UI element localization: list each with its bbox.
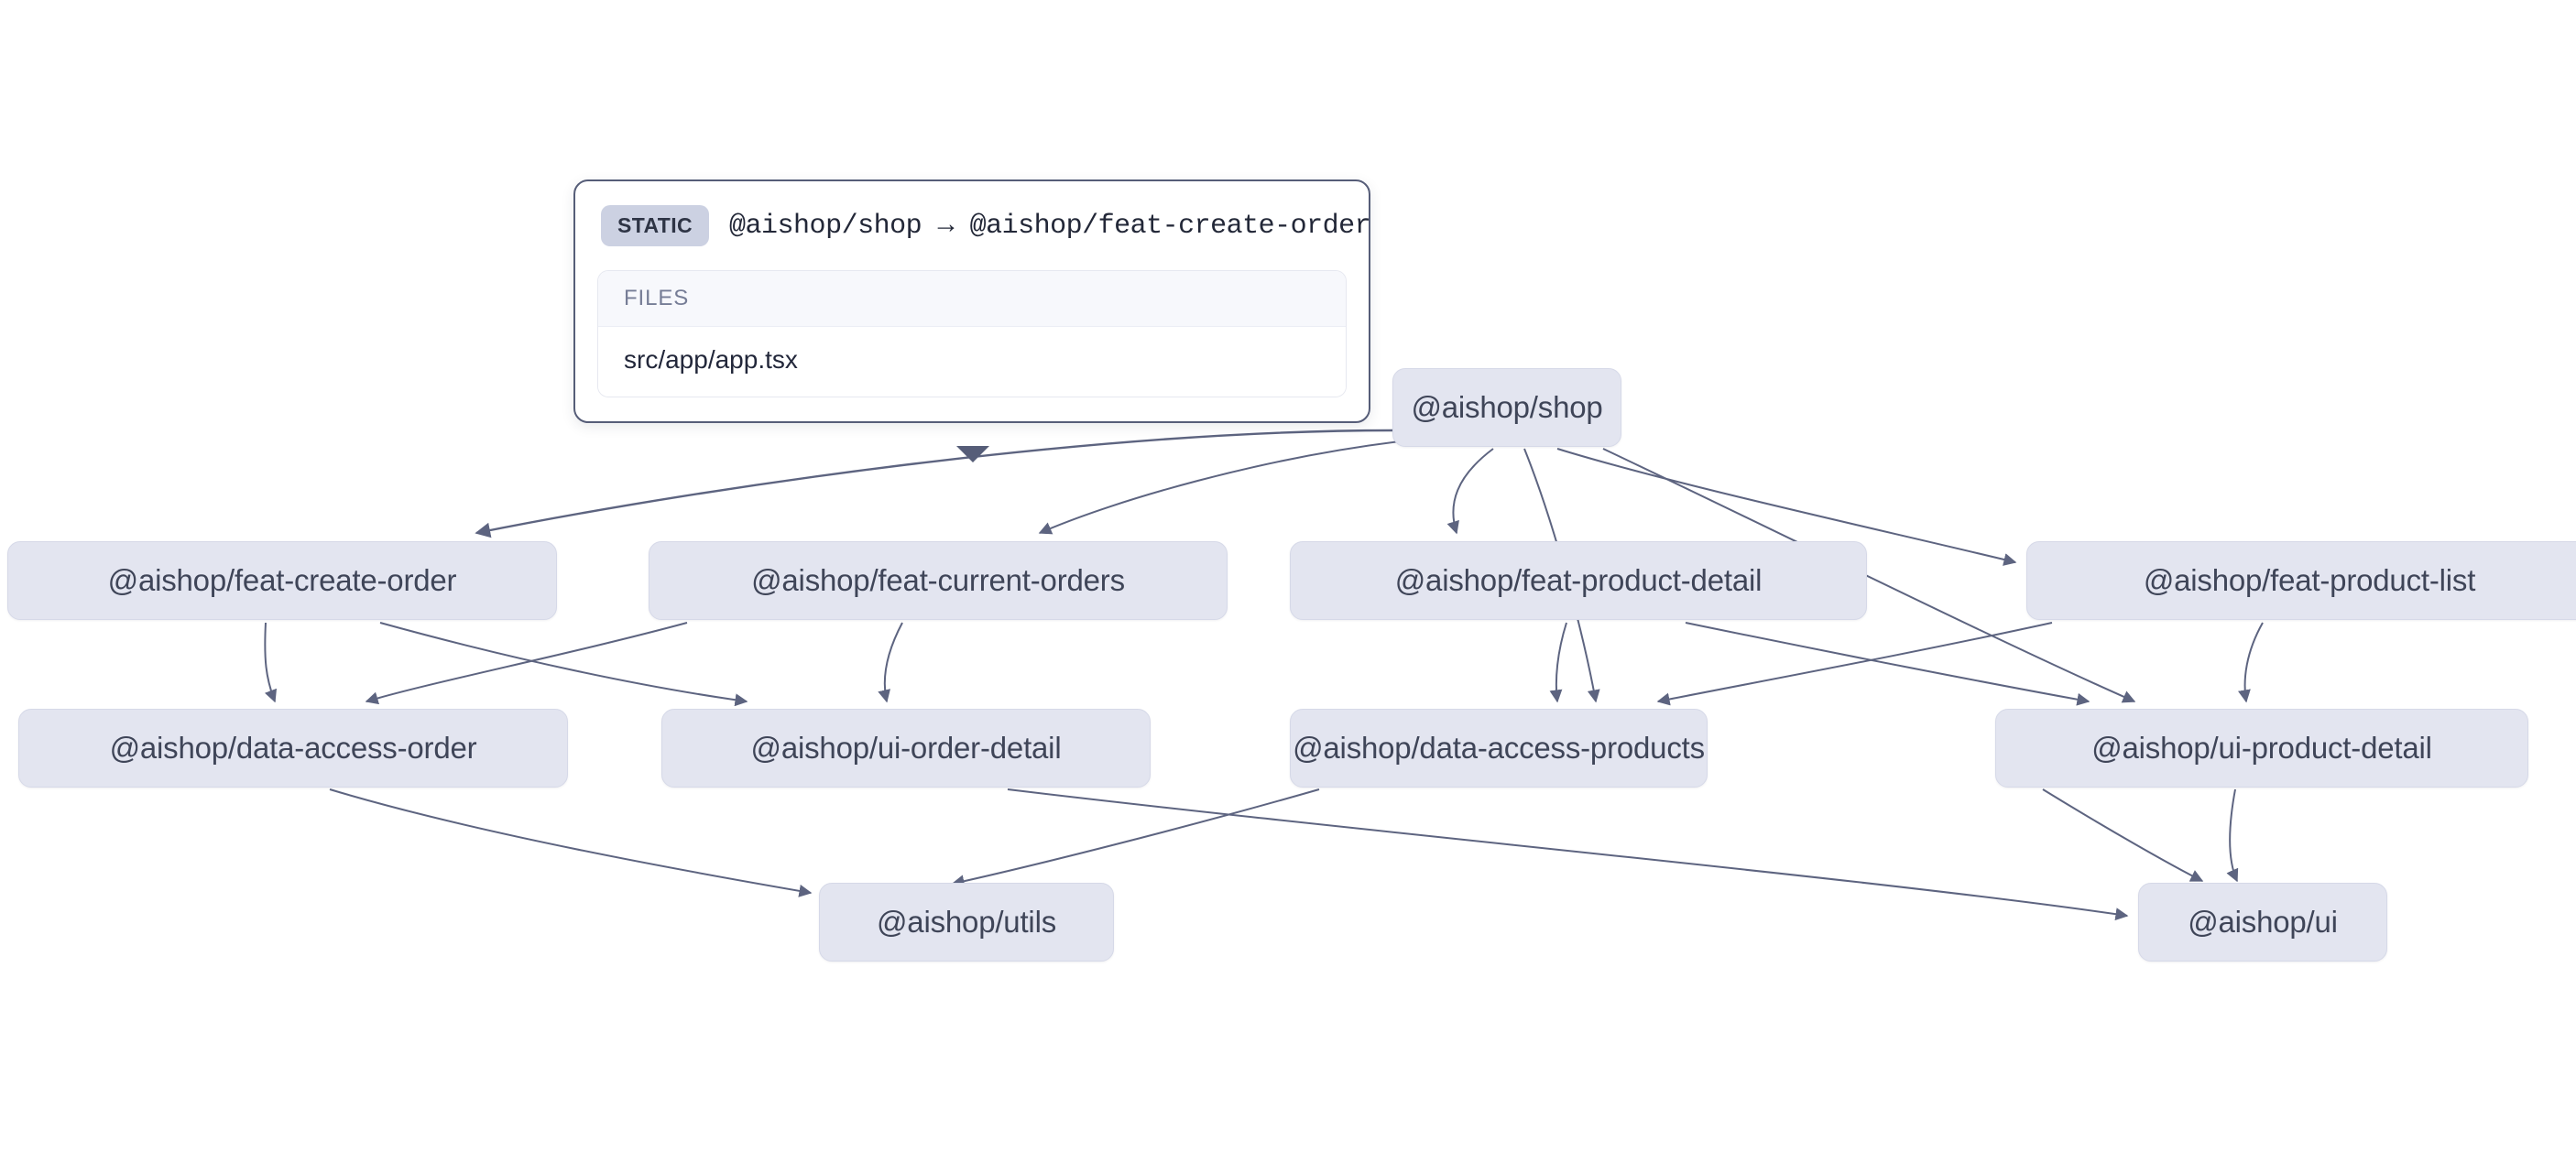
graph-node-label: @aishop/feat-product-detail — [1394, 563, 1763, 597]
graph-edge-feat-product-list-to-data-access-products[interactable] — [1656, 622, 2053, 706]
graph-node-label: @aishop/data-access-order — [109, 731, 477, 765]
tooltip-title: @aishop/shop → @aishop/feat-create-order — [729, 210, 1371, 242]
graph-node-label: @aishop/ui-product-detail — [2091, 731, 2432, 765]
graph-edge-feat-product-detail-to-data-access-products[interactable] — [1549, 622, 1567, 703]
files-panel-header: FILES — [598, 271, 1346, 327]
file-row[interactable]: src/app/app.tsx — [598, 327, 1346, 397]
files-panel: FILES src/app/app.tsx — [597, 270, 1347, 397]
graph-node-ui-order-detail[interactable]: @aishop/ui-order-detail — [661, 709, 1151, 788]
graph-node-label: @aishop/shop — [1411, 390, 1603, 424]
graph-edge-data-access-products-to-utils[interactable] — [951, 788, 1320, 888]
static-badge: STATIC — [601, 205, 710, 246]
graph-edge-shop-to-feat-product-detail[interactable] — [1446, 448, 1494, 535]
graph-node-shop[interactable]: @aishop/shop — [1392, 368, 1621, 447]
graph-node-ui-product-detail[interactable]: @aishop/ui-product-detail — [1995, 709, 2528, 788]
graph-node-label: @aishop/ui-order-detail — [750, 731, 1062, 765]
graph-node-label: @aishop/feat-create-order — [107, 563, 457, 597]
graph-node-data-access-products[interactable]: @aishop/data-access-products — [1290, 709, 1708, 788]
graph-node-label: @aishop/utils — [877, 905, 1056, 939]
graph-node-ui[interactable]: @aishop/ui — [2138, 883, 2387, 962]
graph-edge-feat-product-list-to-ui-product-detail[interactable] — [2238, 622, 2264, 703]
edge-detail-tooltip[interactable]: STATIC @aishop/shop → @aishop/feat-creat… — [573, 179, 1371, 423]
graph-node-feat-current-orders[interactable]: @aishop/feat-current-orders — [649, 541, 1228, 620]
graph-node-utils[interactable]: @aishop/utils — [819, 883, 1114, 962]
graph-node-label: @aishop/feat-current-orders — [751, 563, 1125, 597]
graph-node-feat-product-detail[interactable]: @aishop/feat-product-detail — [1290, 541, 1867, 620]
tooltip-pointer-icon — [956, 446, 989, 462]
graph-node-feat-create-order[interactable]: @aishop/feat-create-order — [7, 541, 557, 620]
graph-edge-shop-to-feat-current-orders[interactable] — [1038, 440, 1401, 535]
graph-edge-feat-current-orders-to-ui-order-detail[interactable] — [878, 622, 903, 703]
graph-edge-feat-current-orders-to-data-access-order[interactable] — [365, 622, 688, 705]
graph-node-feat-product-list[interactable]: @aishop/feat-product-list — [2026, 541, 2576, 620]
graph-edge-feat-create-order-to-data-access-order[interactable] — [264, 622, 278, 703]
graph-edge-feat-create-order-to-ui-order-detail[interactable] — [379, 622, 748, 707]
files-list: src/app/app.tsx — [598, 327, 1346, 397]
graph-edge-ui-product-detail-to-ui[interactable] — [2042, 788, 2204, 882]
graph-edge-ui-order-detail-to-ui[interactable] — [1007, 788, 2129, 921]
graph-node-label: @aishop/ui — [2188, 905, 2338, 939]
graph-node-label: @aishop/data-access-products — [1293, 731, 1705, 765]
graph-edge-data-access-order-to-utils[interactable] — [329, 788, 813, 897]
tooltip-header: STATIC @aishop/shop → @aishop/feat-creat… — [597, 201, 1371, 250]
graph-edge-shop-to-feat-create-order[interactable] — [475, 429, 1393, 538]
graph-edge-ui-product-detail-to-ui[interactable] — [2226, 788, 2239, 883]
graph-node-label: @aishop/feat-product-list — [2143, 563, 2476, 597]
graph-node-data-access-order[interactable]: @aishop/data-access-order — [18, 709, 568, 788]
graph-edge-feat-product-detail-to-ui-product-detail[interactable] — [1685, 622, 2090, 706]
